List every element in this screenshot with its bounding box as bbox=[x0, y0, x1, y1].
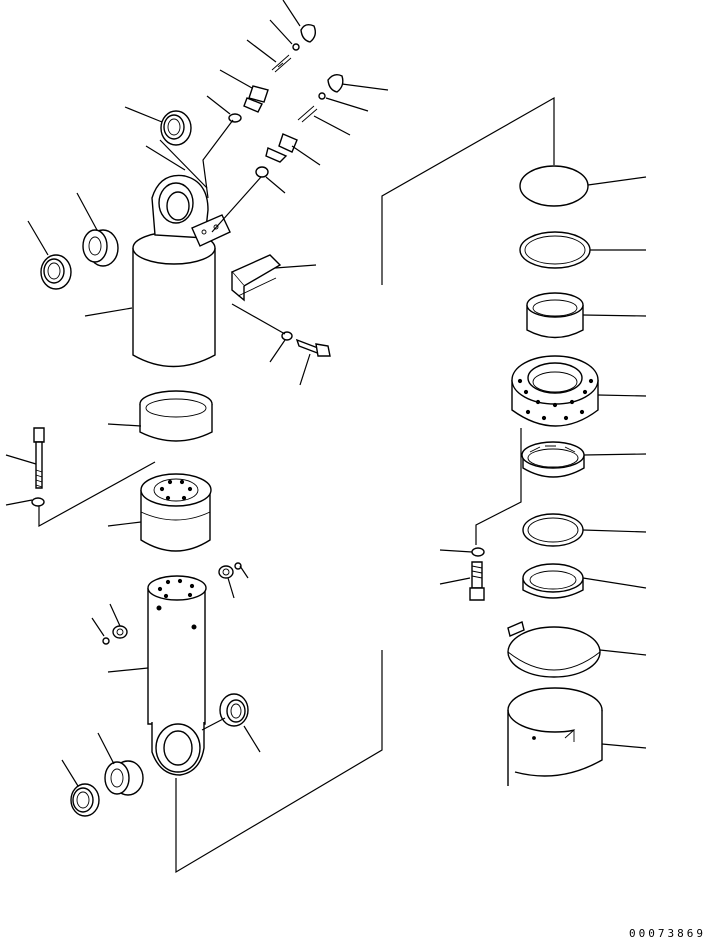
spring-mid bbox=[297, 105, 318, 123]
grease-cap-mid bbox=[327, 73, 344, 93]
o-ring-top bbox=[228, 113, 242, 123]
bolt-head bbox=[469, 561, 485, 601]
drawing-number: 00073869 bbox=[629, 927, 706, 940]
ball-top bbox=[292, 43, 300, 51]
piston bbox=[140, 473, 212, 552]
grease-fitting-top bbox=[243, 85, 269, 113]
assembly-line-bottom bbox=[175, 650, 383, 874]
leader-lines-right bbox=[439, 176, 647, 749]
leader-lines-left bbox=[5, 0, 389, 787]
ball-mid bbox=[318, 92, 326, 100]
washer-head bbox=[471, 547, 485, 557]
head-bushing bbox=[526, 292, 584, 339]
nut-rod-right bbox=[218, 565, 234, 579]
piston-bolt bbox=[33, 427, 45, 489]
o-ring-head bbox=[519, 231, 591, 269]
washer-piston bbox=[31, 497, 45, 507]
dust-seal-tube-top bbox=[160, 110, 192, 146]
dust-seal-rod-left bbox=[70, 783, 100, 817]
snap-ring bbox=[507, 621, 601, 678]
rod-guard bbox=[507, 687, 603, 786]
wear-ring bbox=[139, 390, 213, 442]
o-ring-mid bbox=[255, 166, 269, 178]
dust-seal-tube-left bbox=[40, 254, 72, 290]
nut-rod-left bbox=[112, 625, 128, 639]
assembly-line-top bbox=[381, 96, 555, 285]
cylinder-tube bbox=[132, 174, 231, 368]
grease-fitting-mid bbox=[265, 133, 298, 163]
buffer-ring bbox=[522, 513, 584, 547]
cylinder-head bbox=[511, 355, 599, 427]
backup-ring bbox=[519, 165, 589, 207]
bushing-rod bbox=[104, 760, 144, 796]
bolt-plate bbox=[295, 338, 331, 357]
rod-packing bbox=[521, 441, 585, 478]
ball-rod-left bbox=[102, 637, 110, 645]
head-bolt-line bbox=[475, 428, 522, 545]
grease-cap-top bbox=[300, 23, 317, 43]
ball-rod-right bbox=[234, 562, 242, 570]
spring-top bbox=[271, 54, 292, 73]
dust-seal-rod-right bbox=[219, 693, 249, 727]
bushing-tube bbox=[82, 229, 119, 267]
dust-seal-head bbox=[522, 563, 584, 599]
piston-rod bbox=[147, 575, 207, 776]
cover-plate bbox=[230, 254, 282, 302]
